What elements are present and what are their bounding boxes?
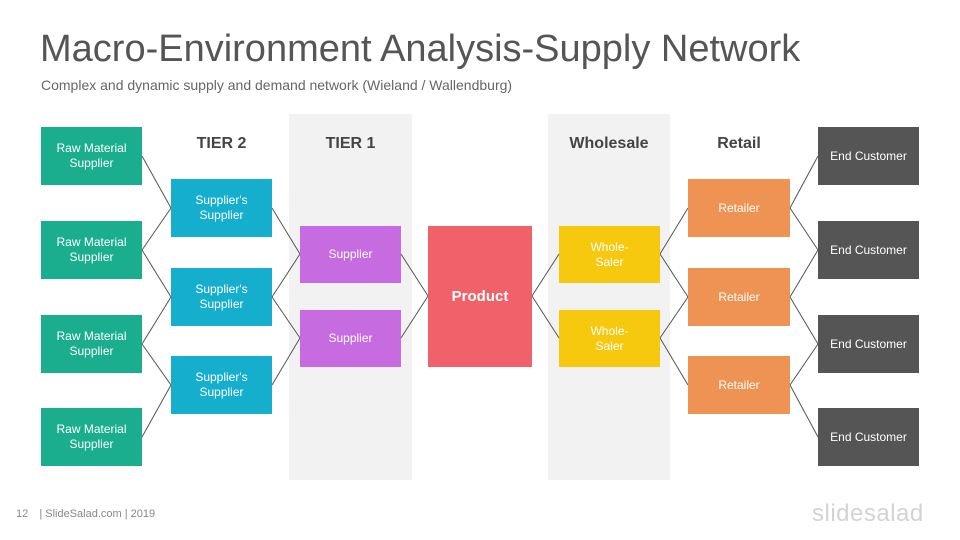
connector xyxy=(271,337,301,386)
supplier-node: Supplier xyxy=(300,226,401,283)
connector xyxy=(789,155,819,209)
product-node: Product xyxy=(428,226,532,367)
connector xyxy=(789,296,819,345)
connector xyxy=(141,343,172,386)
wholesaler-node: Whole-Saler xyxy=(559,226,660,283)
connector xyxy=(141,249,172,298)
slide-title: Macro-Environment Analysis-Supply Networ… xyxy=(40,28,801,70)
connector xyxy=(271,296,301,339)
end-customer-node: End Customer xyxy=(818,408,919,466)
connector xyxy=(789,384,819,438)
page-number: 12 xyxy=(16,508,29,520)
suppliers-supplier-node: Supplier's Supplier xyxy=(171,356,272,414)
raw-material-supplier-node: Raw Material Supplier xyxy=(41,315,142,373)
suppliers-supplier-node: Supplier's Supplier xyxy=(171,179,272,237)
connector xyxy=(659,337,689,386)
connector xyxy=(400,295,429,339)
connector xyxy=(531,295,560,339)
wholesale-band xyxy=(548,114,670,480)
connector xyxy=(659,207,689,255)
raw-material-supplier-node: Raw Material Supplier xyxy=(41,221,142,279)
connector xyxy=(271,253,301,298)
supplier-node: Supplier xyxy=(300,310,401,367)
slide-subtitle: Complex and dynamic supply and demand ne… xyxy=(41,77,513,93)
connector xyxy=(400,253,429,297)
tier1-header: TIER 1 xyxy=(325,135,376,152)
retailer-node: Retailer xyxy=(688,268,790,326)
connector xyxy=(789,249,819,298)
connector xyxy=(659,296,689,339)
connector xyxy=(141,155,172,209)
connector xyxy=(659,253,689,298)
raw-material-supplier-node: Raw Material Supplier xyxy=(41,127,142,185)
connector xyxy=(141,296,172,345)
wholesale-header: Wholesale xyxy=(569,135,649,152)
connector xyxy=(531,253,560,297)
retailer-node: Retailer xyxy=(688,356,790,414)
raw-material-supplier-node: Raw Material Supplier xyxy=(41,408,142,466)
retailer-node: Retailer xyxy=(688,179,790,237)
footer-credit: | SlideSalad.com | 2019 xyxy=(39,508,156,520)
connector xyxy=(789,343,819,386)
slide-footer: 12 | SlideSalad.com | 2019 xyxy=(16,508,155,520)
wholesaler-node: Whole-Saler xyxy=(559,310,660,367)
connector xyxy=(141,384,172,438)
connector xyxy=(789,207,819,251)
connector xyxy=(141,207,172,251)
slidesalad-logo: slidesalad xyxy=(812,500,924,527)
retail-header: Retail xyxy=(717,135,761,152)
tier2-header: TIER 2 xyxy=(196,135,247,152)
tier1-band xyxy=(289,114,412,480)
end-customer-node: End Customer xyxy=(818,221,919,279)
suppliers-supplier-node: Supplier's Supplier xyxy=(171,268,272,326)
end-customer-node: End Customer xyxy=(818,127,919,185)
connector xyxy=(271,207,301,255)
end-customer-node: End Customer xyxy=(818,315,919,373)
